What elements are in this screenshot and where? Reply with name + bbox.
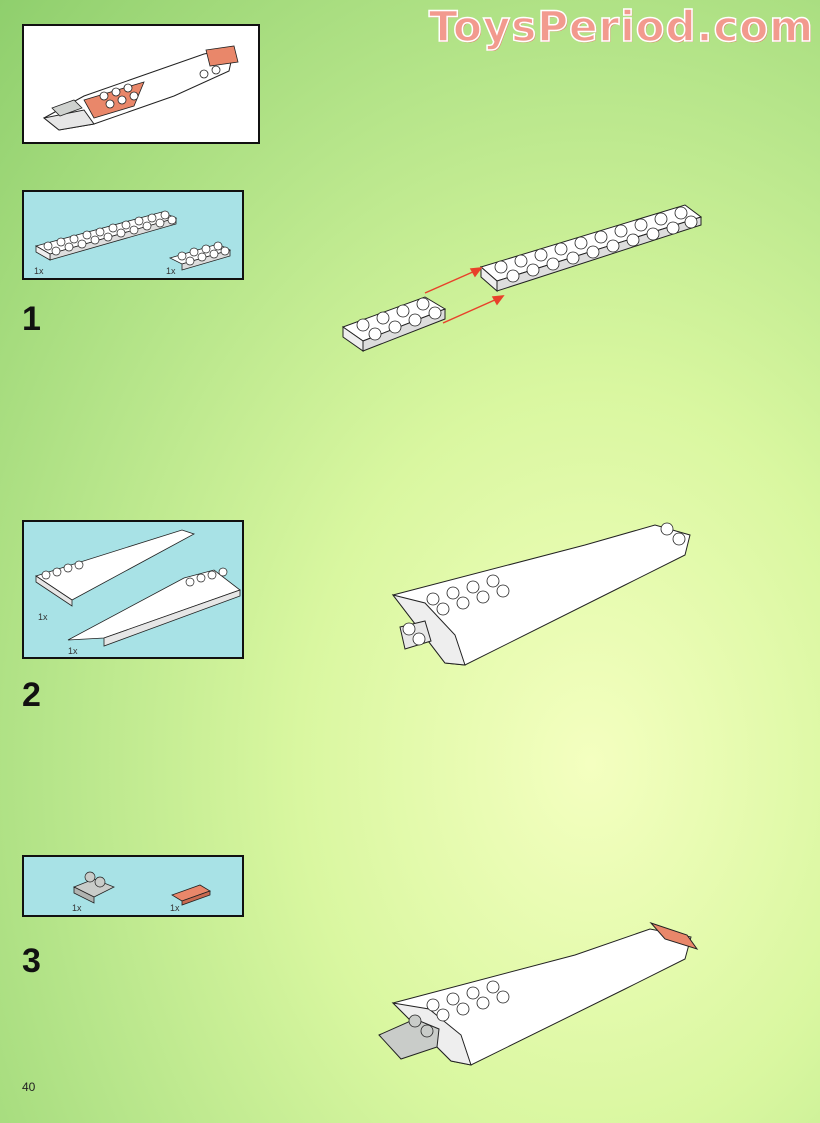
step-number: 2 <box>22 676 41 714</box>
wedge-plate-right-image <box>67 567 241 647</box>
part-quantity: 1x <box>166 266 176 276</box>
step-1-assembly-image <box>341 204 703 352</box>
gray-slope-brick-image <box>73 871 115 904</box>
step-number: 3 <box>22 942 41 980</box>
step-3-assembly-image <box>378 921 699 1066</box>
connector-arrow <box>424 267 505 324</box>
step-2-assembly-image <box>391 522 691 666</box>
watermark-logo: ToysPeriod.com <box>428 1 814 52</box>
step-1-parts-box: 1x 1x <box>22 190 244 280</box>
step-3-parts-box: 1x 1x <box>22 855 244 917</box>
submodel-preview <box>22 24 260 144</box>
salmon-tile-image <box>171 884 211 906</box>
part-quantity: 1x <box>38 612 48 622</box>
plate-2x4-image <box>168 241 232 271</box>
page-number: 40 <box>22 1080 36 1094</box>
part-quantity: 1x <box>34 266 44 276</box>
step-2-parts-box: 1x 1x <box>22 520 244 659</box>
wedge-plate-left-image <box>35 529 196 607</box>
step-number: 1 <box>22 300 41 338</box>
plate-2x10-image <box>34 210 178 261</box>
finished-submodel-image <box>42 45 239 131</box>
part-quantity: 1x <box>72 903 82 913</box>
part-quantity: 1x <box>68 646 78 656</box>
part-quantity: 1x <box>170 903 180 913</box>
